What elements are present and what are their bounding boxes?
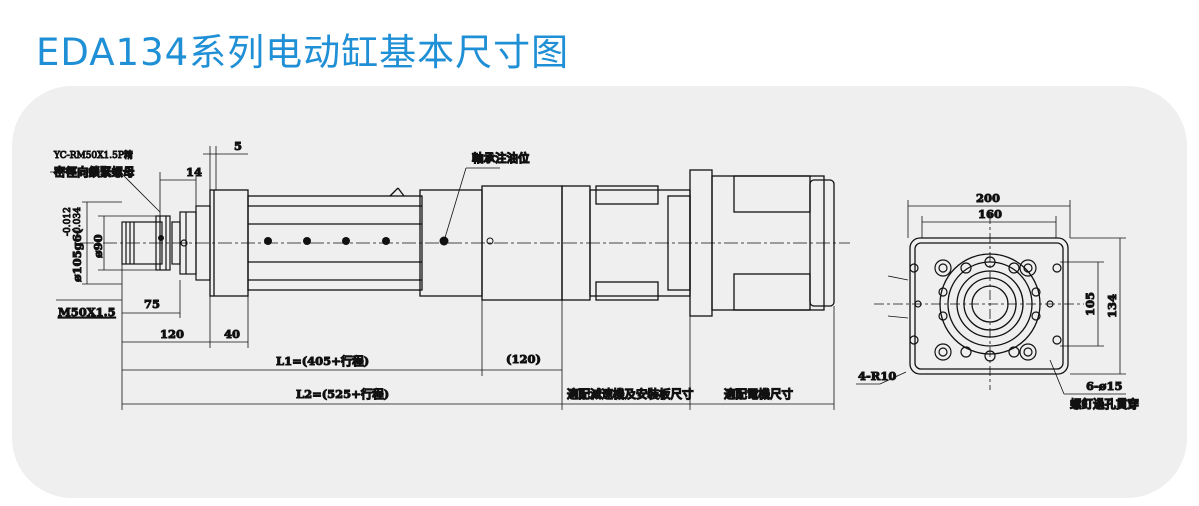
label-grease: 軸承注油位: [472, 151, 530, 165]
label-dim-134: 134: [1105, 294, 1119, 318]
label-dim-14: 14: [186, 165, 202, 179]
label-dim-160: 160: [978, 207, 1002, 221]
dimension-lines: [50, 146, 835, 410]
label-dim-40: 40: [224, 327, 240, 341]
label-thread: M50X1.5: [58, 305, 116, 319]
label-L1: L1=(405+行程): [276, 354, 369, 368]
label-dim-105: 105: [1083, 292, 1097, 316]
label-nut-line2: 密徑向鎖緊螺母: [53, 165, 135, 179]
label-r10: 4-R10: [858, 369, 896, 383]
end-view: [909, 237, 1069, 375]
rod-end: [121, 205, 211, 281]
label-motor: 適配電機尺寸: [724, 387, 793, 401]
rail-dots: [264, 236, 449, 246]
label-dim-5: 5: [234, 139, 242, 153]
label-holes: 6-ø15: [1086, 379, 1122, 393]
label-phi105-tol-dn: -0.034: [73, 207, 83, 236]
label-L2: L2=(525+行程): [296, 387, 389, 401]
label-dim-200: 200: [976, 191, 1000, 205]
end-view-holes: [909, 256, 1062, 362]
drawing-panel: [12, 86, 1187, 498]
label-dim-120b: (120): [506, 352, 541, 366]
label-dim-120a: 120: [160, 327, 184, 341]
rod-mark: [158, 235, 164, 241]
label-phi90: ø90: [91, 234, 105, 258]
page-title: EDA134系列电动缸基本尺寸图: [36, 31, 570, 74]
grease-port: [486, 237, 494, 245]
label-reducer: 適配減速機及安裝板尺寸: [567, 387, 694, 401]
label-dim-75: 75: [144, 297, 160, 311]
label-phi105-main: ø105g6(: [70, 229, 84, 282]
label-phi105-tol-up: -0.012: [63, 207, 73, 236]
motor: [689, 169, 835, 317]
end-view-dims: [856, 200, 1126, 395]
label-holes-note: 螺釘過孔貫穿: [1070, 397, 1139, 411]
label-nut-line1: YC-RM50X1.5P精: [53, 149, 133, 161]
